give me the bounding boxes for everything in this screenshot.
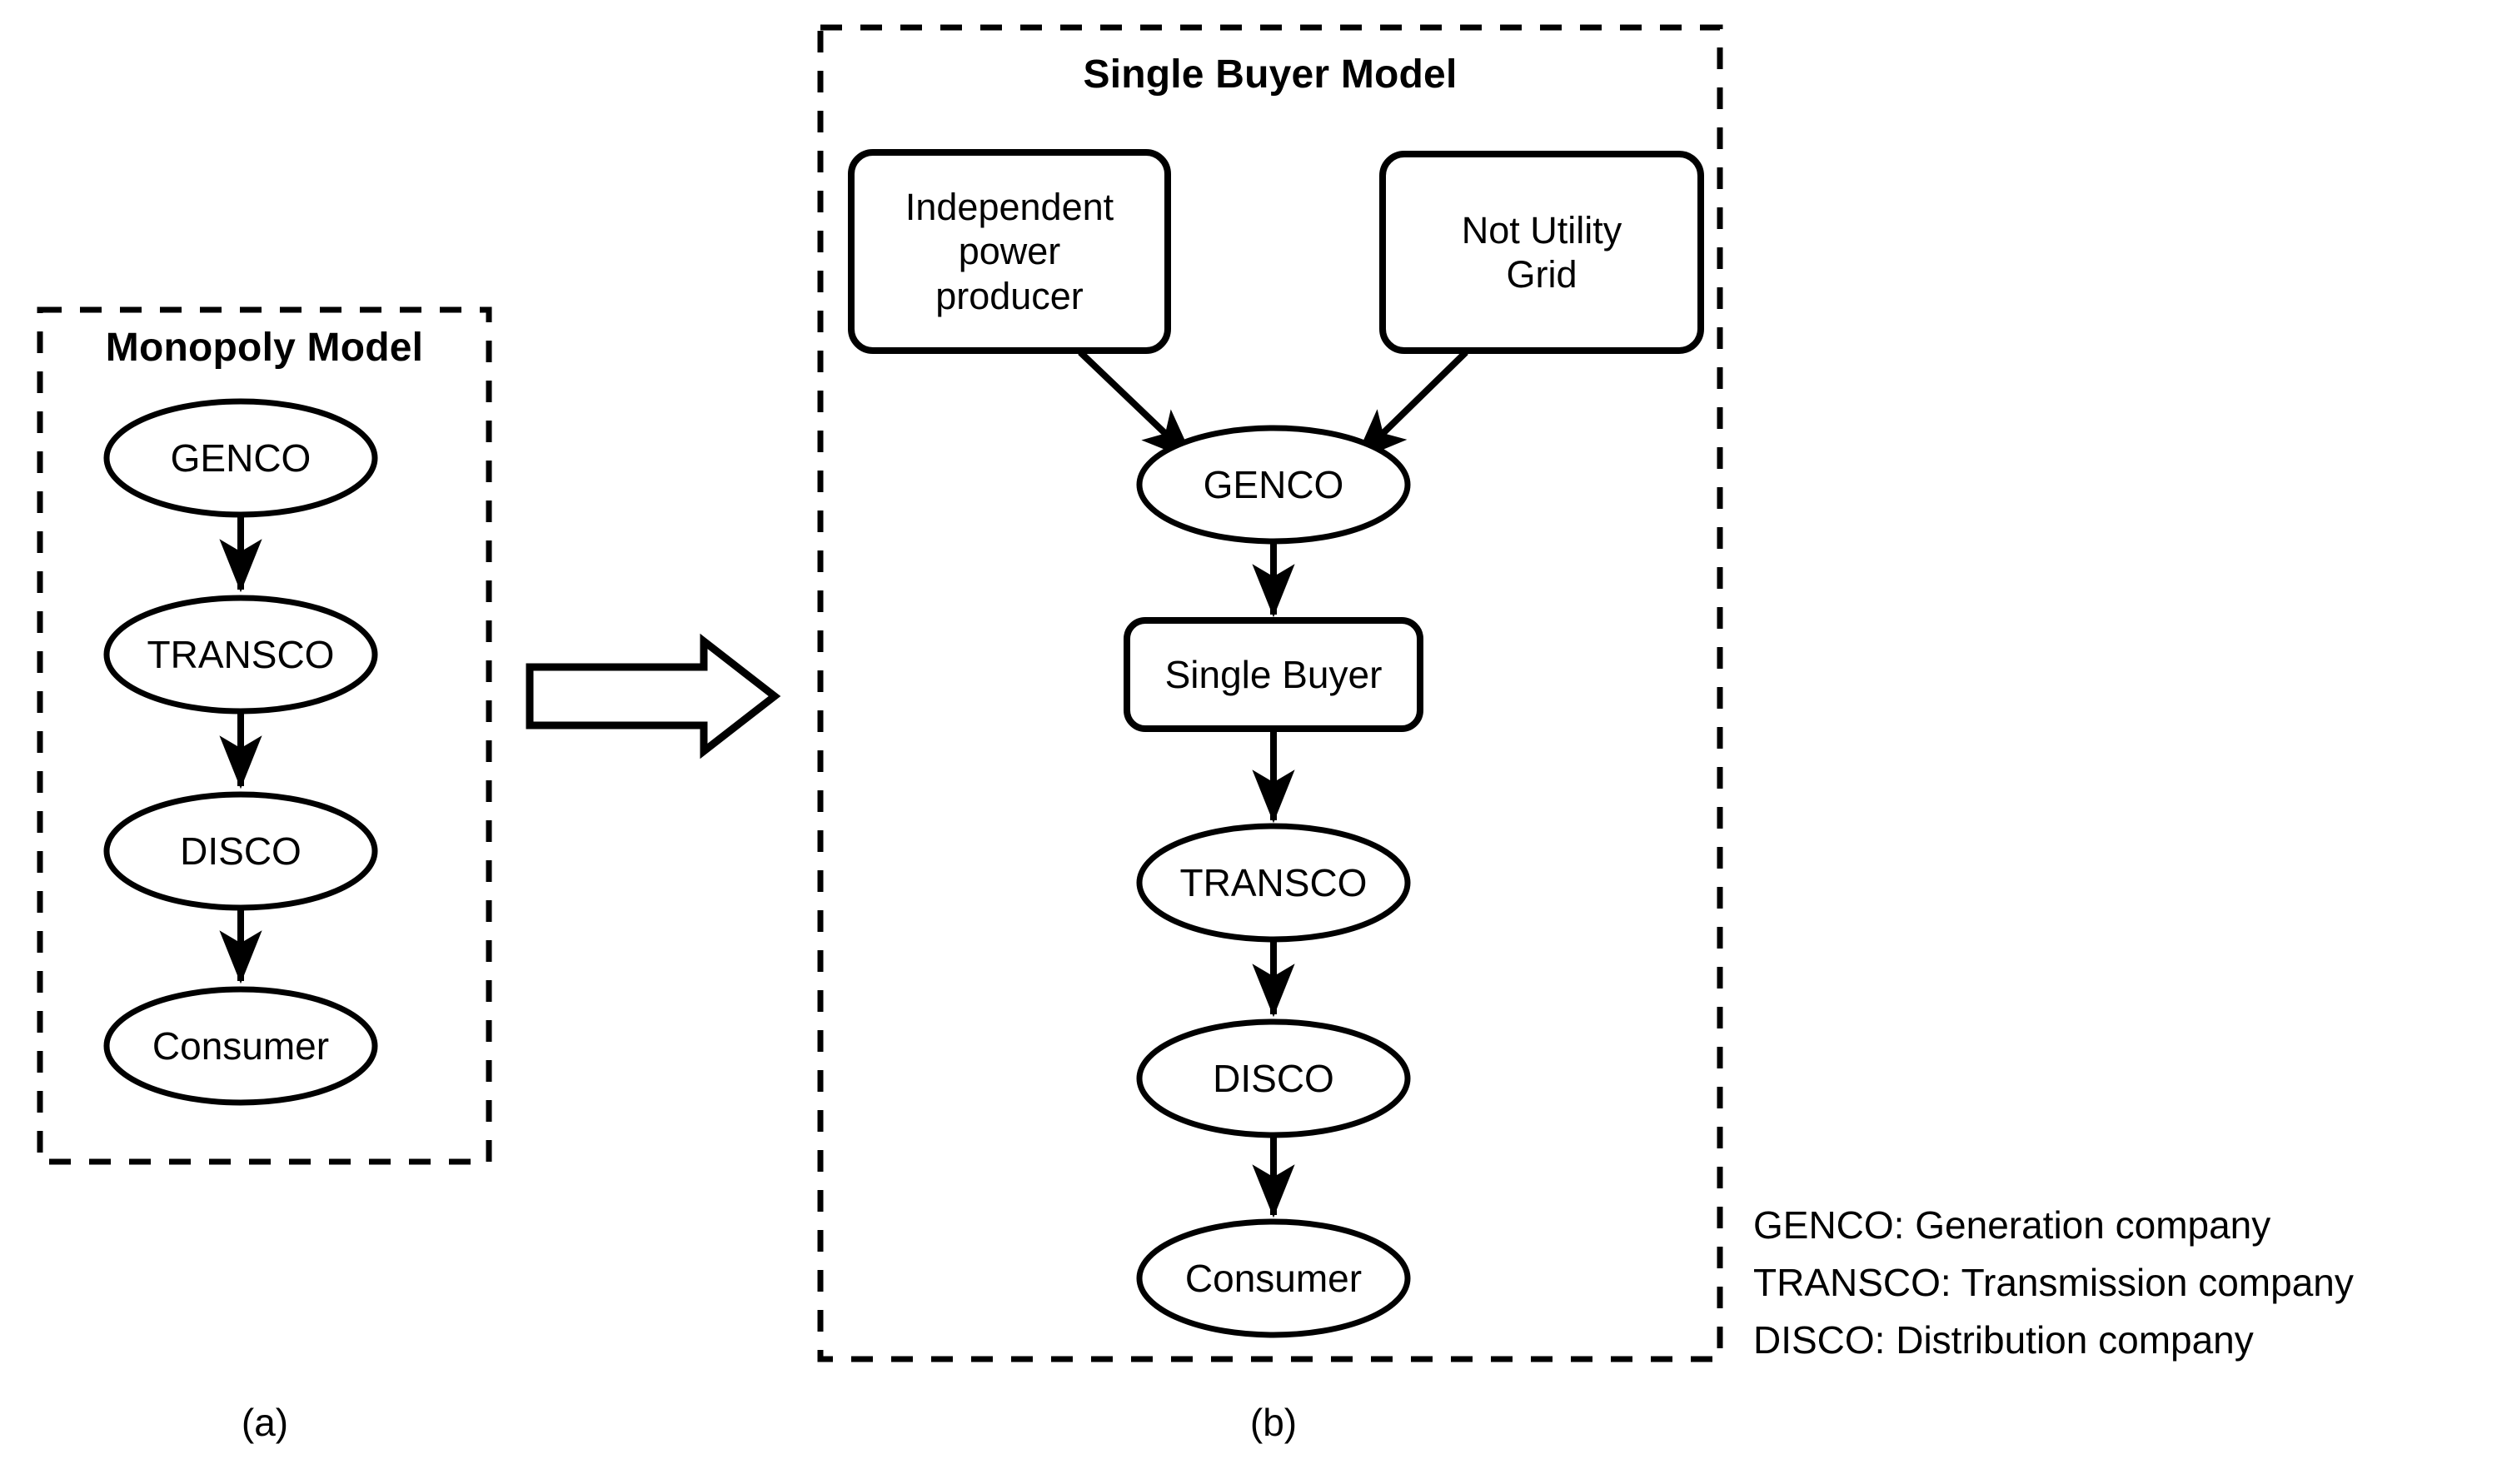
panel-a-dashed-border [37, 306, 492, 1165]
panel-b-dashed-border [817, 24, 1723, 1362]
node-consumer-a-shape[interactable] [103, 986, 378, 1106]
legend-line-transco: TRANSCO: Transmission company [1753, 1261, 2354, 1304]
node-disco-a-shape[interactable] [103, 791, 378, 911]
edge-ipp-to-genco-b [1078, 350, 1195, 462]
node-transco-b-shape[interactable] [1136, 823, 1411, 943]
legend-block: GENCO: Generation company TRANSCO: Trans… [1753, 1197, 2354, 1369]
legend-line-disco: DISCO: Distribution company [1753, 1318, 2254, 1362]
panel-a-caption: (a) [241, 1401, 289, 1444]
panel-b-title: Single Buyer Model [1083, 52, 1458, 97]
node-ipp-shape[interactable] [848, 149, 1171, 354]
node-transco-a-shape[interactable] [103, 595, 378, 715]
node-disco-b-shape[interactable] [1136, 1018, 1411, 1138]
node-genco-b-shape[interactable] [1136, 425, 1411, 545]
panel-a-title: Monopoly Model [105, 326, 424, 370]
node-consumer-b-shape[interactable] [1136, 1218, 1411, 1338]
edge-nug-to-genco-b [1353, 350, 1468, 462]
legend-line-genco: GENCO: Generation company [1753, 1203, 2271, 1247]
node-genco-a-shape[interactable] [103, 398, 378, 518]
transition-arrow-outline [526, 633, 781, 759]
node-not-utility-grid-shape[interactable] [1379, 151, 1704, 354]
panel-b-caption: (b) [1249, 1401, 1298, 1444]
node-single-buyer-shape[interactable] [1124, 617, 1423, 732]
